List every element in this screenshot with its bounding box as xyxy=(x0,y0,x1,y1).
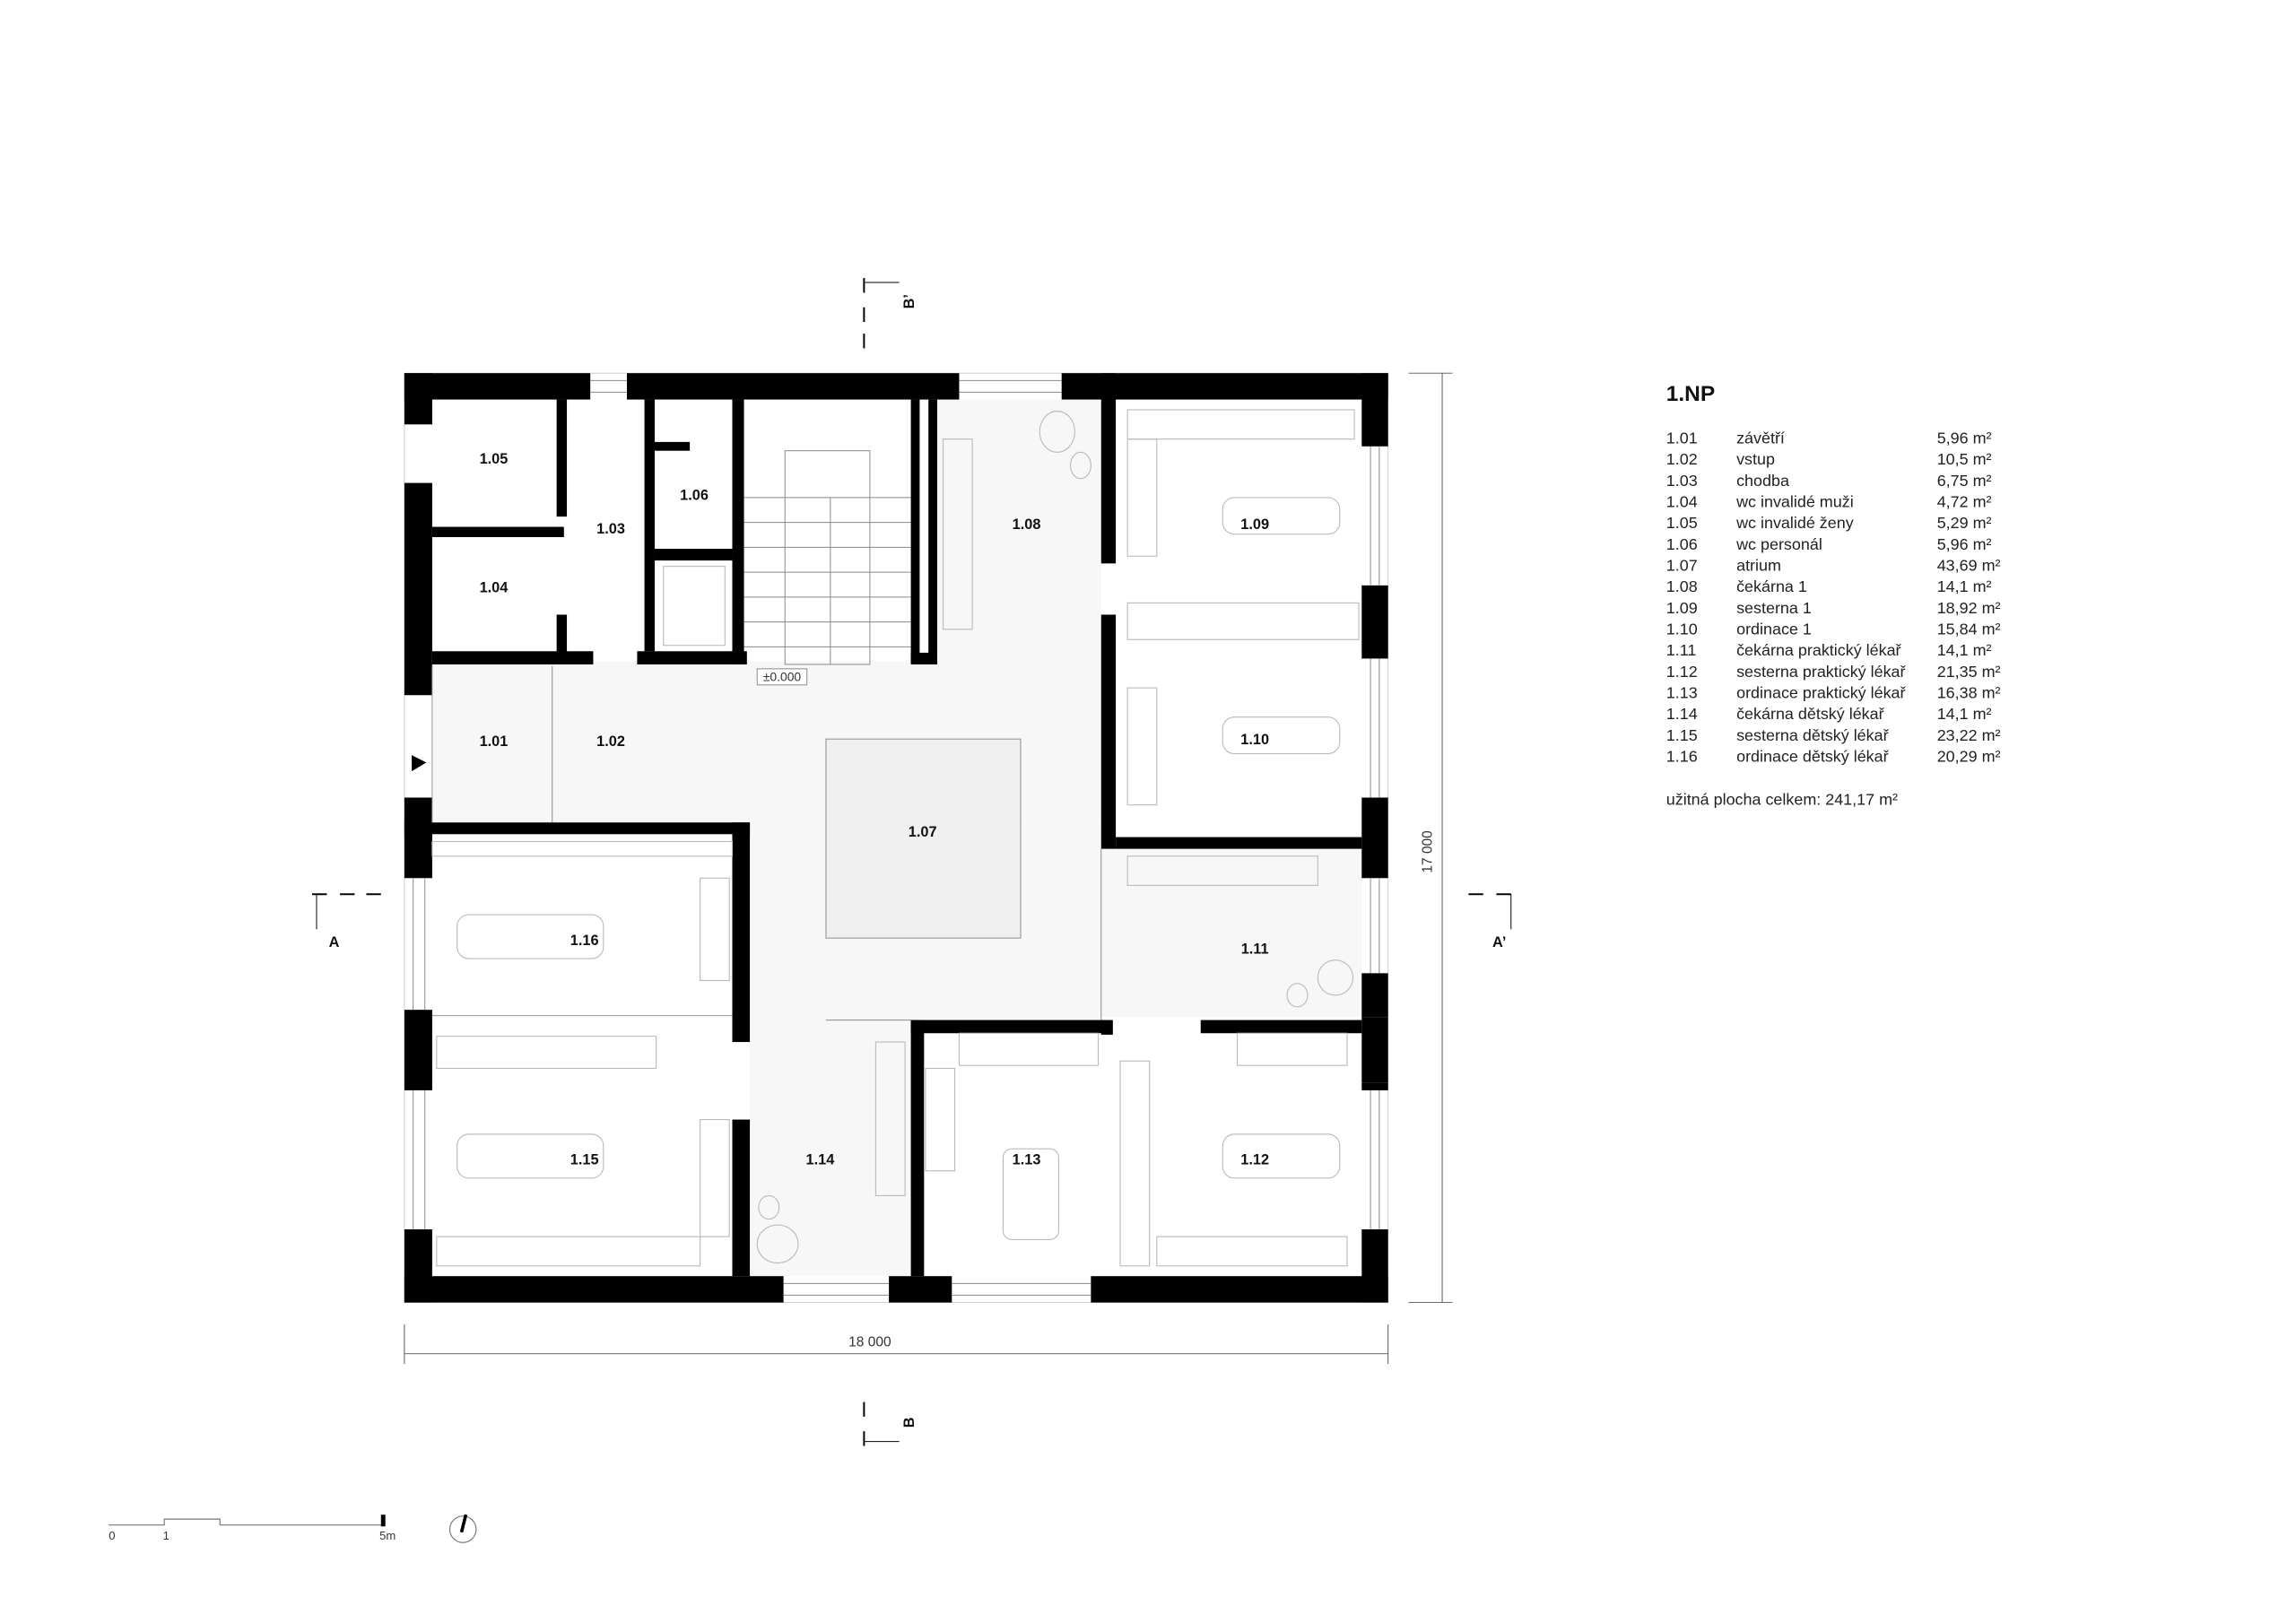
legend-name: sesterna dětský lékař xyxy=(1736,726,1890,744)
room-label: 1.04 xyxy=(480,579,509,595)
svg-text:17 000: 17 000 xyxy=(1421,830,1436,873)
legend-num: 1.16 xyxy=(1666,748,1698,766)
room-label: 1.06 xyxy=(680,488,709,504)
room-labels: 1.01 1.02 1.03 1.04 1.05 1.06 1.07 1.08 … xyxy=(480,451,1269,1168)
section-label-a-prime: A’ xyxy=(1492,934,1506,950)
legend-num: 1.08 xyxy=(1666,577,1698,595)
walls xyxy=(404,373,1388,1303)
legend-num: 1.04 xyxy=(1666,493,1698,511)
legend-area: 20,29 m² xyxy=(1937,748,2001,766)
legend-name: čekárna dětský lékař xyxy=(1736,705,1885,723)
legend-area: 6,75 m² xyxy=(1937,472,1992,490)
legend-area: 4,72 m² xyxy=(1937,493,1992,511)
furniture xyxy=(431,409,1360,1267)
atrium-void xyxy=(825,738,1022,939)
svg-text:0: 0 xyxy=(109,1529,115,1542)
legend-name: atrium xyxy=(1736,557,1781,575)
section-label-b-prime: B’ xyxy=(901,294,918,308)
windows xyxy=(413,379,1380,1296)
legend-name: chodba xyxy=(1736,472,1789,490)
legend-name: wc invalidé ženy xyxy=(1735,514,1854,532)
legend-num: 1.10 xyxy=(1666,621,1698,638)
legend-area: 5,96 m² xyxy=(1937,430,1992,447)
legend-area: 10,5 m² xyxy=(1937,450,1992,468)
legend-name: ordinace praktický lékař xyxy=(1736,684,1906,702)
legend-num: 1.09 xyxy=(1666,599,1698,617)
legend-area: 5,29 m² xyxy=(1937,514,1992,532)
legend-num: 1.07 xyxy=(1666,557,1698,575)
legend-num: 1.15 xyxy=(1666,726,1698,744)
legend-total: užitná plocha celkem: 241,17 m² xyxy=(1666,791,1898,809)
room-label: 1.14 xyxy=(806,1152,835,1168)
legend-name: sesterna 1 xyxy=(1736,599,1812,617)
legend-title: 1.NP xyxy=(1666,382,1715,406)
legend-area: 43,69 m² xyxy=(1937,557,2001,575)
legend-area: 18,92 m² xyxy=(1937,599,2001,617)
legend-name: ordinace dětský lékař xyxy=(1736,748,1890,766)
room-label: 1.08 xyxy=(1013,516,1041,533)
room-label: 1.02 xyxy=(596,733,625,750)
legend-num: 1.06 xyxy=(1666,535,1698,553)
room-label: 1.12 xyxy=(1240,1152,1269,1168)
legend-name: čekárna 1 xyxy=(1736,577,1807,595)
room-label: 1.05 xyxy=(480,451,509,467)
legend-name: vstup xyxy=(1736,450,1775,468)
room-label: 1.15 xyxy=(570,1152,599,1168)
legend-num: 1.14 xyxy=(1666,705,1698,723)
legend-name: čekárna praktický lékař xyxy=(1736,641,1901,659)
north-arrow-icon xyxy=(448,1514,477,1543)
legend-num: 1.12 xyxy=(1666,663,1698,681)
legend-num: 1.01 xyxy=(1666,430,1698,447)
section-label-a: A xyxy=(329,934,340,950)
dimension-height: 17 000 xyxy=(1408,372,1453,1304)
legend-name: sesterna praktický lékař xyxy=(1736,663,1906,681)
room-label: 1.11 xyxy=(1241,942,1269,958)
room-label: 1.13 xyxy=(1013,1152,1041,1168)
dimension-width: 18 000 xyxy=(404,1324,1389,1365)
svg-text:18 000: 18 000 xyxy=(848,1335,891,1350)
svg-text:1: 1 xyxy=(163,1529,170,1542)
room-label: 1.10 xyxy=(1240,732,1269,748)
section-label-b: B xyxy=(901,1417,918,1428)
legend-area: 21,35 m² xyxy=(1937,663,2001,681)
level-marker: ±0.000 xyxy=(763,670,802,684)
room-label: 1.01 xyxy=(480,733,509,750)
scale-bar: 0 1 5m xyxy=(109,1515,396,1542)
room-label: 1.07 xyxy=(909,824,937,840)
room-label: 1.16 xyxy=(570,933,599,949)
legend-area: 14,1 m² xyxy=(1937,641,1992,659)
legend-area: 14,1 m² xyxy=(1937,705,1992,723)
legend-num: 1.02 xyxy=(1666,450,1698,468)
legend-area: 14,1 m² xyxy=(1937,577,1992,595)
legend-area: 16,38 m² xyxy=(1937,684,2001,702)
legend-name: wc invalidé muži xyxy=(1735,493,1854,511)
legend-area: 23,22 m² xyxy=(1937,726,2001,744)
legend-num: 1.05 xyxy=(1666,514,1698,532)
legend-area: 5,96 m² xyxy=(1937,535,1992,553)
legend-name: wc personál xyxy=(1735,535,1822,553)
legend-num: 1.13 xyxy=(1666,684,1698,702)
legend-num: 1.11 xyxy=(1666,641,1697,659)
staircase xyxy=(744,450,911,665)
legend-num: 1.03 xyxy=(1666,472,1698,490)
section-marks xyxy=(312,278,1512,1446)
room-label: 1.03 xyxy=(596,521,625,537)
entrance-arrow-icon xyxy=(412,755,427,772)
legend-name: ordinace 1 xyxy=(1736,621,1812,638)
svg-text:5m: 5m xyxy=(379,1529,396,1542)
legend-area: 15,84 m² xyxy=(1937,621,2001,638)
room-label: 1.09 xyxy=(1240,516,1269,533)
legend-name: závětří xyxy=(1736,430,1785,447)
room-legend: 1.NP 1.01 závětří 5,96 m² 1.02 vstup 10,5 m² 1… xyxy=(1666,382,2001,808)
